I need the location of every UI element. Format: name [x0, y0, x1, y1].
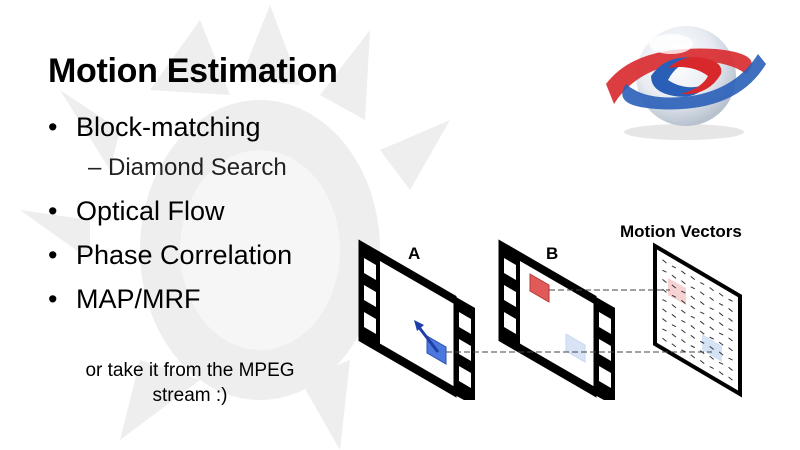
motion-vector-tick [662, 299, 667, 303]
motion-vector-tick [671, 274, 677, 279]
motion-vector-tick [699, 311, 705, 315]
motion-vector-tick [718, 322, 724, 327]
bullet-marker: • [48, 240, 58, 270]
motion-vector-tick [690, 345, 696, 349]
motion-vector-tick [728, 298, 733, 302]
frame-b [498, 239, 615, 400]
motion-vector-tick [681, 339, 686, 344]
frame-a [358, 239, 475, 400]
motion-vector-tick [709, 287, 714, 292]
motion-vector-tick [662, 318, 667, 323]
motion-vector-tick [718, 341, 724, 346]
motion-vector-tick [681, 280, 686, 285]
motion-vector-tick [709, 326, 714, 331]
bullet-phase-correlation: • Phase Correlation [48, 240, 292, 271]
motion-vector-tick [699, 282, 705, 286]
motion-vector-tick [718, 292, 724, 297]
motion-vector-tick [681, 290, 686, 294]
motion-vector-tick [699, 291, 705, 296]
motion-vector-tick [718, 303, 724, 306]
motion-vector-tick [728, 366, 733, 371]
motion-vector-tick [690, 334, 696, 339]
motion-vector-tick [671, 304, 677, 309]
motion-vector-tick [728, 337, 733, 342]
motion-vector-tick [662, 259, 667, 264]
motion-vector-tick [671, 265, 677, 269]
motion-vector-tick [718, 361, 724, 365]
motion-vector-tick [690, 354, 696, 359]
motion-vector-tick [681, 329, 686, 334]
motion-vector-tick [690, 295, 696, 300]
motion-vector-tick [718, 351, 724, 356]
motion-vector-tick [699, 301, 705, 306]
sub-bullet-diamond-search: – Diamond Search [88, 154, 287, 181]
motion-vector-tick [709, 307, 714, 311]
motion-vector-tick [671, 324, 677, 328]
motion-vector-tick [681, 309, 686, 314]
motion-vector-tick [671, 294, 677, 298]
logo-icon [606, 26, 766, 140]
motion-vector-tick [690, 305, 696, 310]
motion-vector-tick [662, 278, 667, 283]
motion-vector-tick [699, 320, 705, 325]
motion-vector-tick [709, 355, 714, 360]
motion-vector-tick [662, 328, 667, 332]
frame-a-label: A [408, 244, 421, 263]
motion-vector-tick [709, 345, 714, 350]
motion-vector-tick [718, 332, 724, 336]
motion-vector-tick [690, 325, 696, 330]
motion-vector-tick [709, 336, 714, 340]
motion-vector-tick [699, 330, 705, 335]
motion-vector-tick [728, 308, 733, 313]
motion-vector-tick [728, 328, 733, 332]
motion-vector-tick [699, 359, 705, 364]
motion-vector-tick [662, 308, 667, 313]
motion-vector-tick [671, 343, 677, 348]
motion-vector-tick [718, 312, 724, 317]
bullet-block-matching: • Block-matching [48, 112, 261, 143]
note-line-1: or take it from the MPEG [85, 360, 295, 381]
motion-vector-tick [728, 357, 733, 361]
motion-vectors-label: Motion Vectors [620, 222, 742, 241]
slide-title: Motion Estimation [48, 52, 338, 90]
motion-estimation-diagram [358, 239, 742, 400]
motion-vector-tick [728, 376, 733, 381]
motion-vector-tick [690, 315, 696, 319]
motion-vector-tick [662, 288, 667, 293]
bullet-marker: • [48, 112, 58, 142]
bullet-marker: • [48, 196, 58, 226]
bullet-text: Optical Flow [76, 196, 225, 226]
note-line-2: stream :) [152, 385, 228, 406]
motion-vector-tick [681, 320, 686, 323]
motion-vector-tick [662, 337, 667, 342]
motion-vector-tick [709, 366, 714, 369]
bullet-optical-flow: • Optical Flow [48, 196, 225, 227]
motion-vectors-frame [653, 242, 742, 398]
bullet-text: MAP/MRF [76, 284, 201, 314]
motion-vector-tick [728, 347, 733, 352]
motion-vector-tick [690, 276, 696, 281]
motion-vector-tick [681, 270, 686, 275]
bullet-map-mrf: • MAP/MRF [48, 284, 201, 315]
motion-vector-tick [681, 299, 686, 304]
bullet-text: Phase Correlation [76, 240, 293, 270]
bullet-marker: • [48, 284, 58, 314]
motion-vector-tick [662, 269, 667, 273]
motion-vector-tick [718, 371, 724, 376]
motion-vector-tick [709, 296, 714, 301]
motion-vector-tick [671, 313, 677, 318]
motion-vector-tick [709, 316, 714, 321]
bullet-text: Block-matching [76, 112, 261, 142]
motion-vector-tick [728, 317, 733, 322]
motion-vector-tick [699, 340, 705, 344]
frame-b-label: B [546, 244, 559, 263]
motion-vector-tick [690, 286, 696, 290]
motion-vector-tick [671, 284, 677, 289]
motion-vector-tick [671, 333, 677, 338]
mpeg-note: or take it from the MPEG stream :) [40, 358, 340, 408]
